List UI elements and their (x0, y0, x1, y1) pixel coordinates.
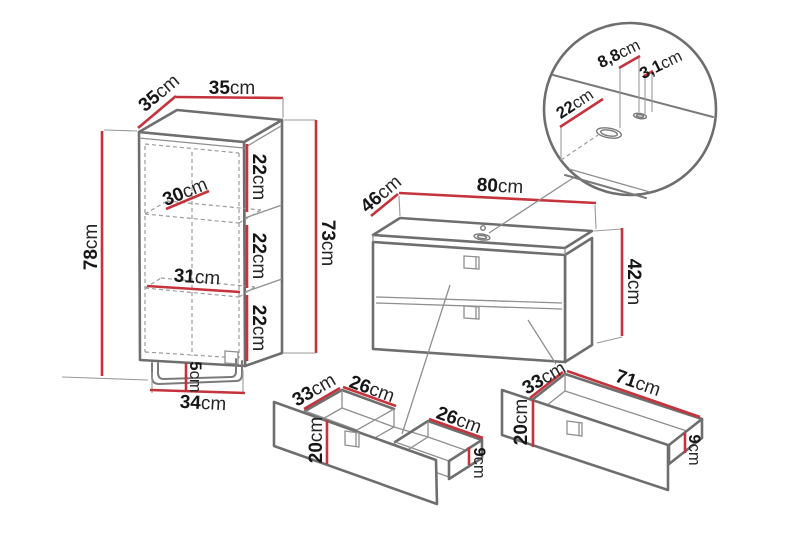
dim-drawer-long-depth: 33cm (519, 357, 570, 398)
tall-cabinet-dimensions (61, 95, 318, 395)
tap-hole (480, 224, 487, 231)
drawer-u: 33cm 26cm 26cm 20cm 9cm (272, 369, 488, 506)
vanity-drawer-handle-bottom (463, 305, 480, 320)
vanity-dimensions (370, 191, 624, 344)
dim-vanity-depth: 46cm (356, 171, 405, 217)
dim-rail-height: 5cm (186, 361, 204, 392)
dim-tall-compartment-3: 22cm (249, 305, 270, 351)
drain-hole (473, 233, 491, 241)
dim-tall-height-body: 73cm (318, 220, 339, 266)
dim-vanity-width: 80cm (476, 174, 524, 197)
dim-tall-compartment-1: 22cm (249, 154, 270, 200)
vanity-right-face (563, 236, 594, 364)
dim-tall-compartment-2: 22cm (249, 233, 270, 279)
tall-cabinet: 35cm 35cm 78cm 73cm 22cm 22cm 22cm 30cm … (61, 70, 339, 415)
detail-dimensions (559, 54, 654, 160)
dim-tall-height-total: 78cm (81, 224, 102, 270)
tall-cabinet-top-face (137, 108, 284, 144)
drawer-long-front-panel (500, 388, 670, 492)
vanity-drawer-handle-top (463, 255, 480, 270)
drawer-long: 33cm 71cm 20cm 9cm (500, 357, 704, 492)
drawer-u-dimensions (303, 385, 484, 465)
detail-circle-outline (542, 21, 718, 197)
detail-tap-hole (632, 112, 648, 120)
drawer-u-front-panel (272, 400, 439, 506)
tall-cabinet-fitting (224, 350, 239, 365)
leader-to-detail-circle (488, 177, 574, 234)
dim-rail-width: 34cm (179, 391, 227, 414)
drawer-long-handle (566, 420, 583, 437)
drawer-u-right-side (447, 438, 484, 481)
vanity-front-face (371, 240, 567, 364)
dim-drawer-u-side-height: 9cm (470, 447, 488, 478)
dim-tall-shelf-width: 31cm (173, 265, 221, 289)
dim-tall-width: 35cm (209, 78, 255, 99)
detail-drain-hole (595, 127, 623, 139)
detail-circle: 22cm 8,8cm 3,1cm (542, 21, 718, 199)
leader-to-long-drawer (527, 319, 557, 365)
drawer-long-dimensions (529, 369, 701, 453)
vanity-cabinet: 46cm 80cm 42cm (356, 171, 645, 364)
dim-drawer-long-side-height: 9cm (685, 434, 703, 465)
dim-drawer-u-front-height: 20cm (306, 417, 327, 463)
drawer-u-handle (344, 430, 360, 448)
dim-vanity-height: 42cm (624, 259, 645, 305)
leader-to-u-drawer (401, 284, 451, 435)
dim-drawer-long-front-height: 20cm (511, 399, 532, 445)
